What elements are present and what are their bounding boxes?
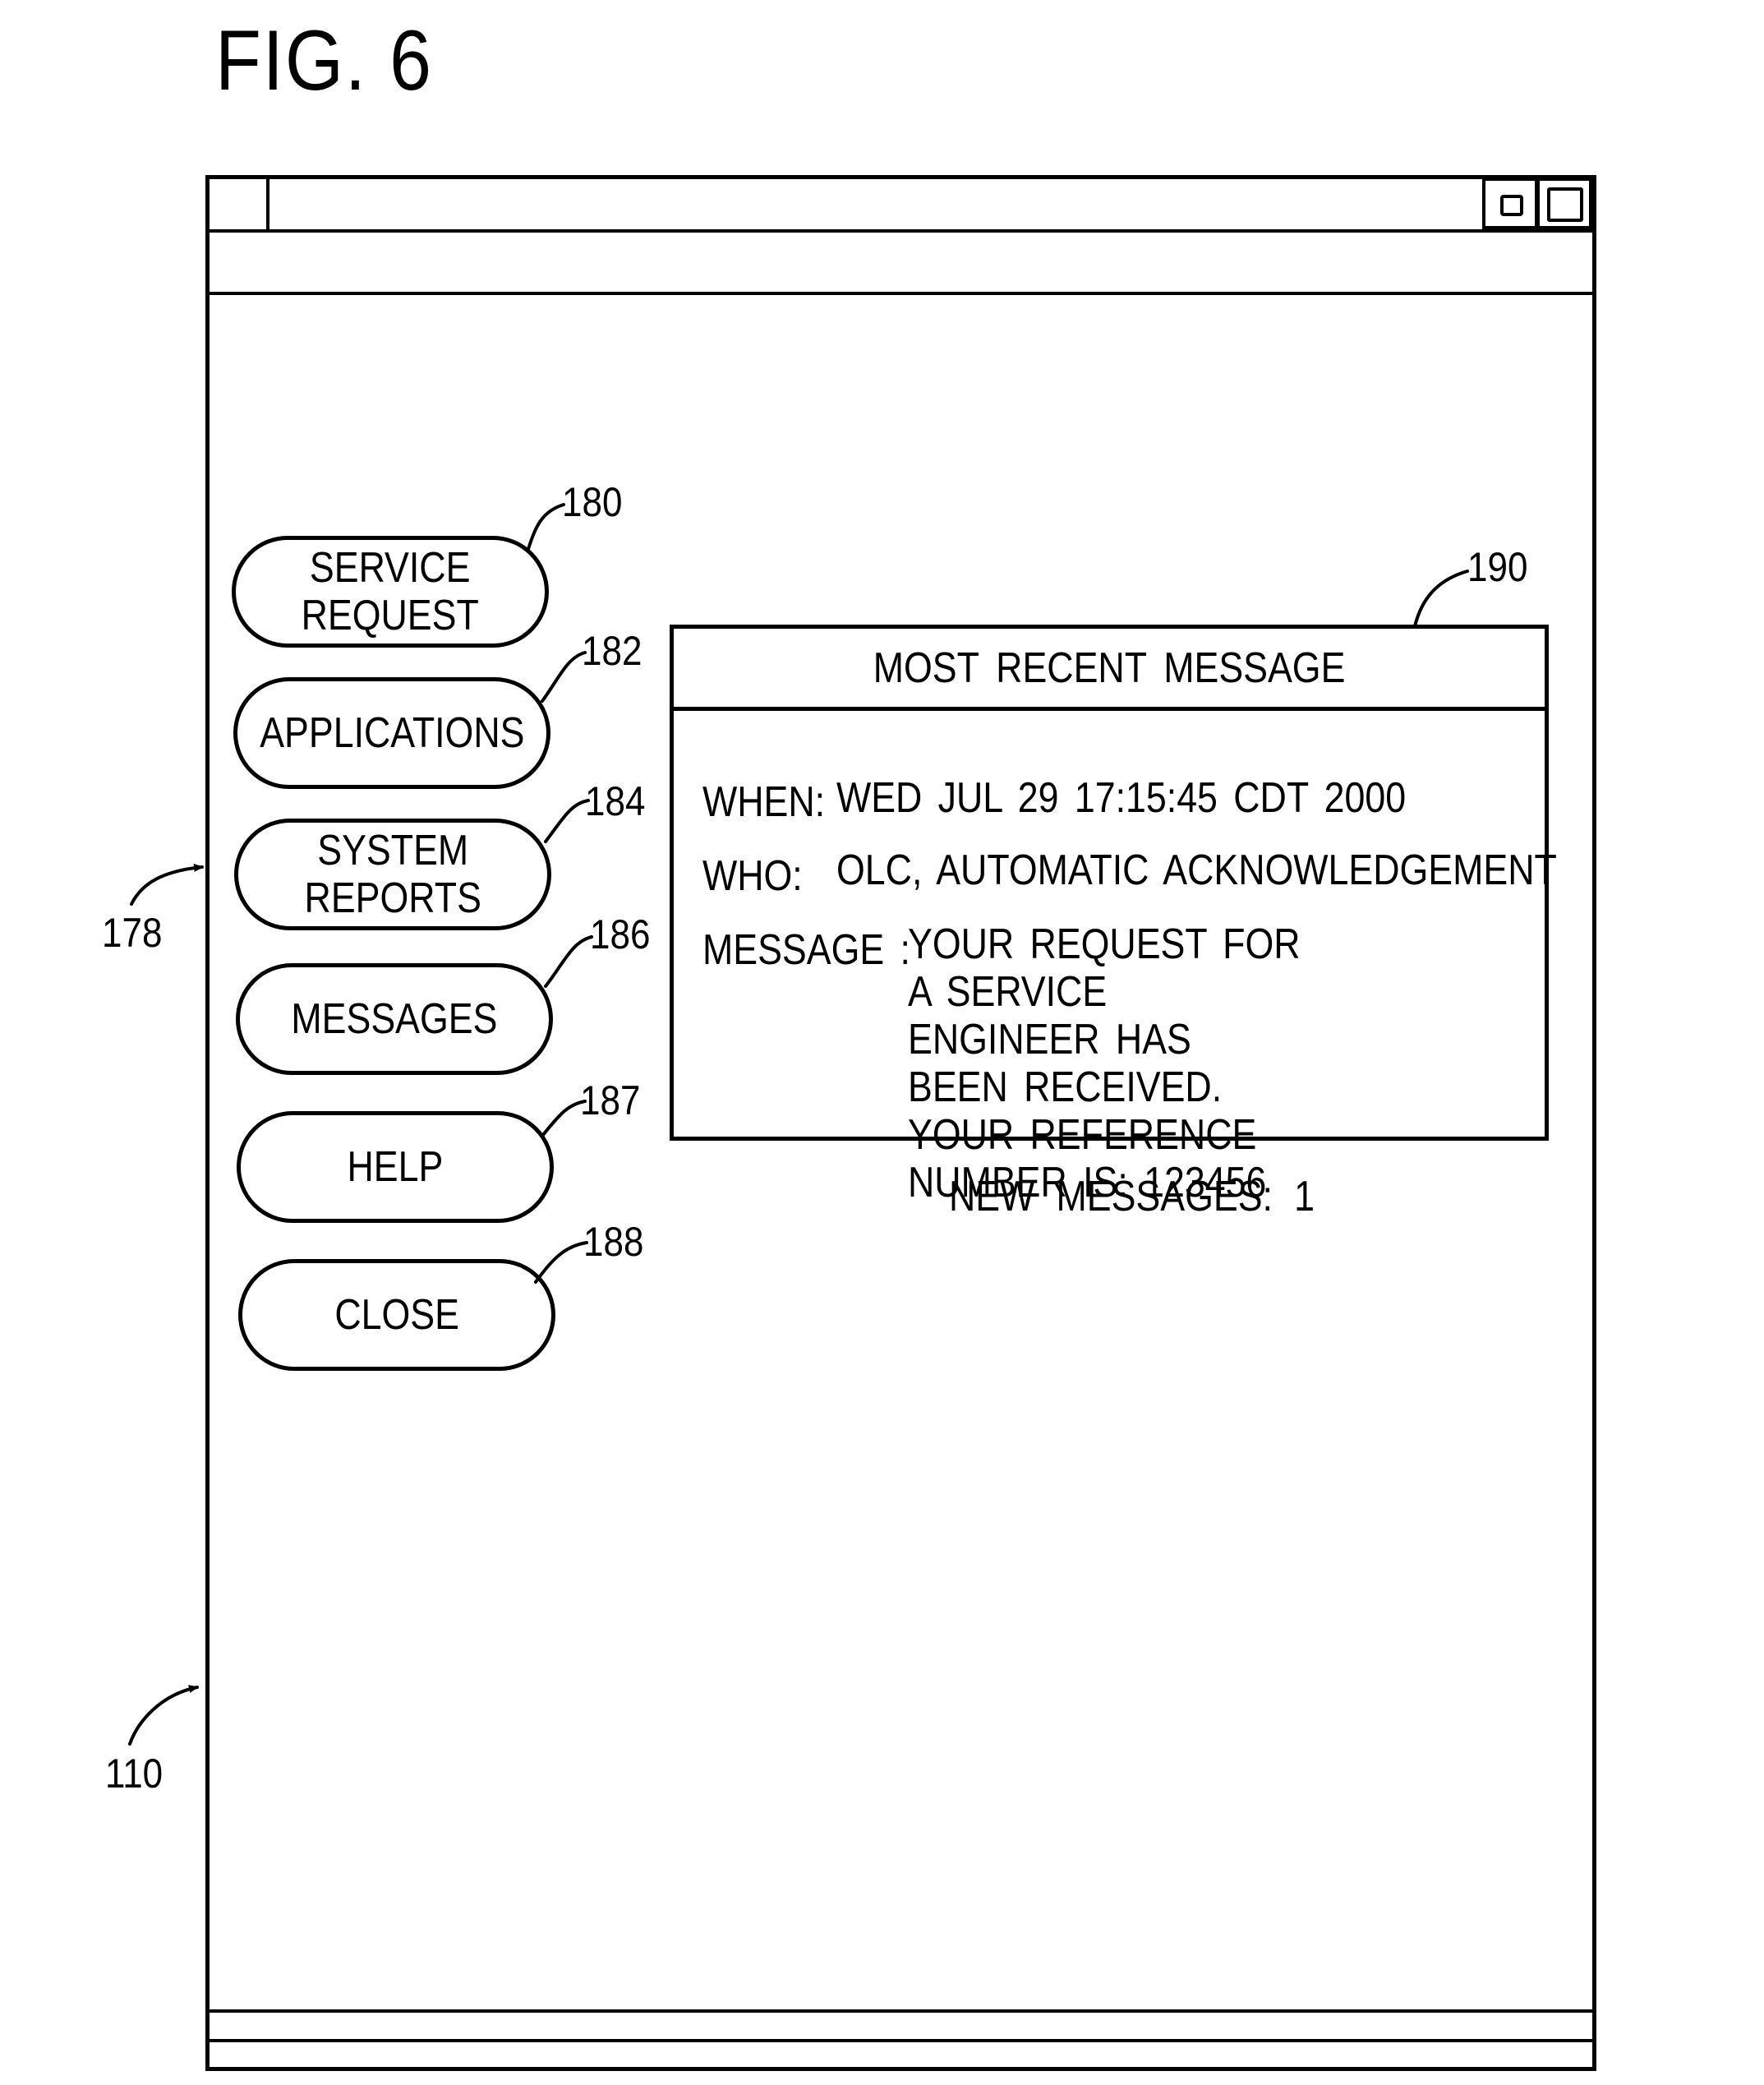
leader-187: [542, 1101, 585, 1136]
leader-184: [546, 800, 588, 842]
arrow-110: [130, 1687, 197, 1744]
leader-186: [546, 937, 592, 986]
leader-188: [536, 1243, 587, 1282]
leader-190: [1415, 571, 1467, 626]
arrow-178: [131, 867, 202, 904]
leader-180: [528, 505, 564, 549]
leader-182: [542, 653, 585, 701]
